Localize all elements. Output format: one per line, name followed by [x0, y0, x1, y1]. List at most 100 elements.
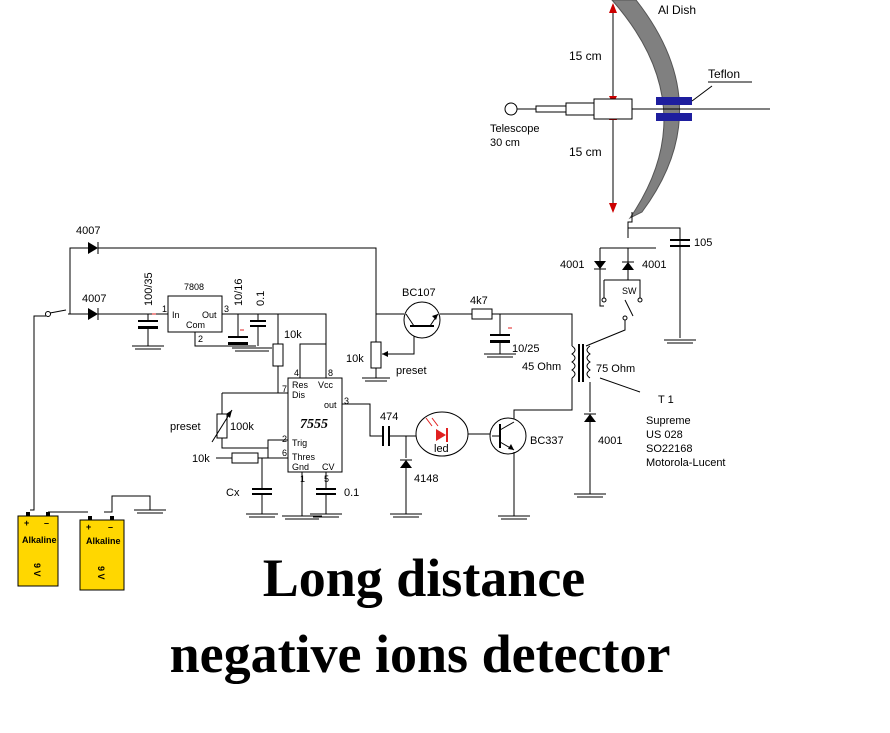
label-reg-pin2: 2: [198, 334, 203, 344]
cap-100-35: [138, 313, 158, 329]
diode-4148: [400, 460, 412, 468]
label-reg-in: In: [172, 310, 180, 320]
label-battery-2-minus: –: [108, 522, 113, 532]
ground-reg: [232, 347, 272, 352]
label-pn2: 2: [282, 434, 287, 444]
diode-4001-left: [594, 261, 606, 269]
label-battery-2-v: 9 V: [96, 566, 106, 580]
label-t1-desc3: SO22168: [646, 443, 692, 455]
transistor-bc107: [403, 301, 441, 339]
label-4001-left: 4001: [560, 259, 584, 271]
resistor-10k-b: [231, 452, 259, 464]
label-pn6: 6: [282, 448, 287, 458]
label-bc107: BC107: [402, 287, 436, 299]
label-battery-1-plus: +: [24, 518, 29, 528]
label-battery-1-minus: –: [44, 518, 49, 528]
label-4007-top: 4007: [76, 225, 100, 237]
battery-1: [17, 512, 59, 587]
label-telescope: Telescope: [490, 123, 540, 135]
label-t1-desc4: Motorola-Lucent: [646, 457, 726, 469]
label-sw: SW: [622, 286, 637, 296]
label-reg-pin3: 3: [224, 304, 229, 314]
battery-2: [79, 516, 125, 591]
label-preset-100k: preset: [170, 421, 201, 433]
cap-10-16: [228, 329, 248, 345]
label-pn8: 8: [328, 368, 333, 378]
label-pin-cv: CV: [322, 462, 335, 472]
teflon-insulator: [656, 81, 752, 121]
label-4001-right: 4001: [642, 259, 666, 271]
ground-4001: [574, 493, 606, 498]
cap-0-1-top: [250, 320, 266, 327]
ground-cv: [310, 513, 342, 518]
label-pin-gnd: Gnd: [292, 462, 309, 472]
diode-4001-right: [622, 262, 634, 270]
label-t1-desc2: US 028: [646, 429, 683, 441]
label-teflon: Teflon: [708, 67, 740, 81]
label-4001-bottom: 4001: [598, 435, 622, 447]
label-reg-com: Com: [186, 320, 205, 330]
label-resistor-100k: 100k: [230, 421, 254, 433]
label-bc337: BC337: [530, 435, 564, 447]
label-pin-res: Res: [292, 380, 309, 390]
cap-105: [670, 239, 690, 247]
label-cap-10-16: 10/16: [233, 278, 245, 306]
label-battery-1: Alkaline: [22, 535, 57, 545]
ground-preset: [362, 377, 390, 382]
label-preset-10k: preset: [396, 365, 427, 377]
label-cap-100-35: 100/35: [143, 272, 155, 306]
label-battery-1-v: 9 V: [32, 563, 42, 577]
ground-c-in: [132, 345, 164, 350]
label-cap-474: 474: [380, 411, 398, 423]
ground-7555: [282, 515, 322, 520]
label-pn1: 1: [300, 474, 305, 484]
timer-7555: [287, 377, 343, 473]
resistor-4k7: [471, 308, 493, 320]
title-line-2: negative ions detector: [170, 624, 671, 684]
resistor-10k-a: [272, 343, 284, 367]
label-45-ohm: 45 Ohm: [522, 361, 561, 373]
label-pin-vcc: Vcc: [318, 380, 334, 390]
ground-battery: [134, 509, 166, 514]
label-diode-4148: 4148: [414, 473, 438, 485]
label-preset-10k-value: 10k: [346, 353, 364, 365]
label-pin-dis: Dis: [292, 390, 305, 400]
label-pin-thres: Thres: [292, 452, 316, 462]
cap-0-1-bottom: [316, 488, 336, 495]
label-cap-0-1-top: 0.1: [255, 291, 267, 306]
label-cap-10-25: 10/25: [512, 343, 540, 355]
diode-4007-top: [88, 242, 98, 254]
label-pin-out: out: [324, 400, 337, 410]
label-pn7: 7: [282, 384, 287, 394]
label-chip: 7555: [300, 417, 328, 432]
label-resistor-4k7: 4k7: [470, 295, 488, 307]
label-pn3: 3: [344, 396, 349, 406]
diode-4001-bottom: [584, 414, 596, 422]
label-t1: T 1: [658, 394, 674, 406]
label-resistor-10k-b: 10k: [192, 453, 210, 465]
label-battery-2-plus: +: [86, 522, 91, 532]
preset-10k: [370, 341, 382, 369]
label-reg-out: Out: [202, 310, 217, 320]
label-al-dish: Al Dish: [658, 3, 696, 17]
ground-4148: [390, 513, 422, 518]
label-telescope-length: 30 cm: [490, 137, 520, 149]
label-cap-cx: Cx: [226, 487, 240, 499]
label-battery-2: Alkaline: [86, 536, 121, 546]
switch-sw: [601, 279, 643, 321]
telescope-rod: [504, 98, 770, 120]
label-4007-mid: 4007: [82, 293, 106, 305]
ground-105: [664, 339, 696, 344]
ground-bc337: [498, 515, 530, 520]
ground-cx: [246, 513, 278, 518]
label-75-ohm: 75 Ohm: [596, 363, 635, 375]
transformer-t1: [571, 344, 591, 382]
label-regulator: 7808: [184, 282, 204, 292]
cap-10-25: [490, 327, 512, 343]
al-dish: [611, 0, 680, 220]
ground-10-25: [484, 353, 516, 358]
label-reg-pin1: 1: [162, 304, 167, 314]
label-dim-top: 15 cm: [569, 49, 602, 63]
title-line-1: Long distance: [263, 548, 586, 608]
